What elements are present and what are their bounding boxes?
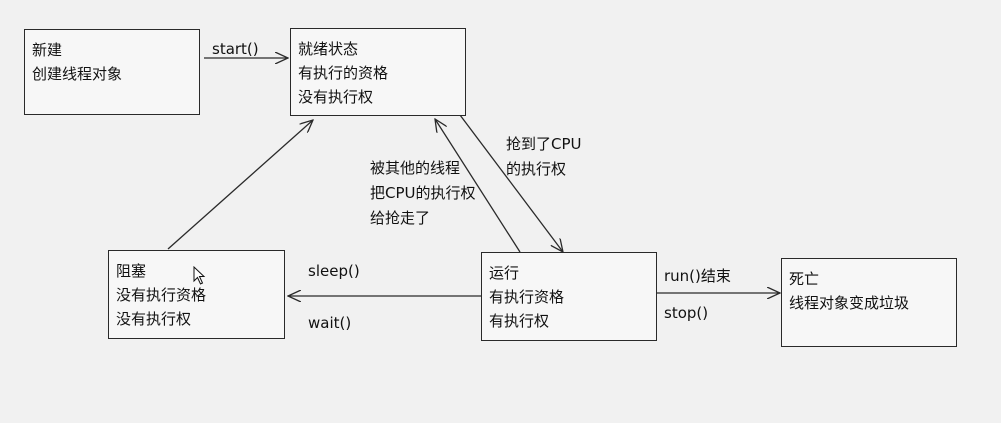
label-wait: wait() [308,314,352,332]
arrow-preempted [435,119,521,253]
label-start: start() [212,40,259,58]
state-ready-line2: 没有执行权 [298,88,374,106]
state-blocked-title: 阻塞 [116,262,147,280]
label-preempt-2: 把CPU的执行权 [370,184,476,202]
state-running-title: 运行 [489,264,520,282]
mouse-cursor-icon [193,266,206,285]
state-running-box: 运行 有执行资格 有执行权 [481,252,657,341]
label-sleep: sleep() [308,262,360,280]
state-dead-desc: 线程对象变成垃圾 [789,294,910,312]
state-blocked-line2: 没有执行权 [116,310,192,328]
state-new-title: 新建 [32,41,63,59]
state-dead-box: 死亡 线程对象变成垃圾 [781,258,957,347]
state-dead-title: 死亡 [789,270,820,288]
state-ready-line1: 有执行的资格 [298,64,389,82]
state-running-line2: 有执行权 [489,312,550,330]
state-new-desc: 创建线程对象 [32,65,123,83]
label-run-end: run()结束 [664,267,731,285]
arrow-blocked-to-ready [167,120,313,250]
state-new-box: 新建 创建线程对象 [24,29,200,115]
label-preempt-1: 被其他的线程 [370,159,461,177]
state-blocked-line1: 没有执行资格 [116,286,207,304]
label-stop: stop() [664,304,709,322]
state-ready-title: 就绪状态 [298,40,359,58]
arrow-got-cpu [459,114,563,252]
state-blocked-box: 阻塞 没有执行资格 没有执行权 [108,250,285,339]
label-got-cpu-2: 的执行权 [506,160,567,178]
label-got-cpu-1: 抢到了CPU [506,135,582,153]
state-running-line1: 有执行资格 [489,288,565,306]
label-preempt-3: 给抢走了 [370,209,431,227]
state-ready-box: 就绪状态 有执行的资格 没有执行权 [290,28,466,116]
